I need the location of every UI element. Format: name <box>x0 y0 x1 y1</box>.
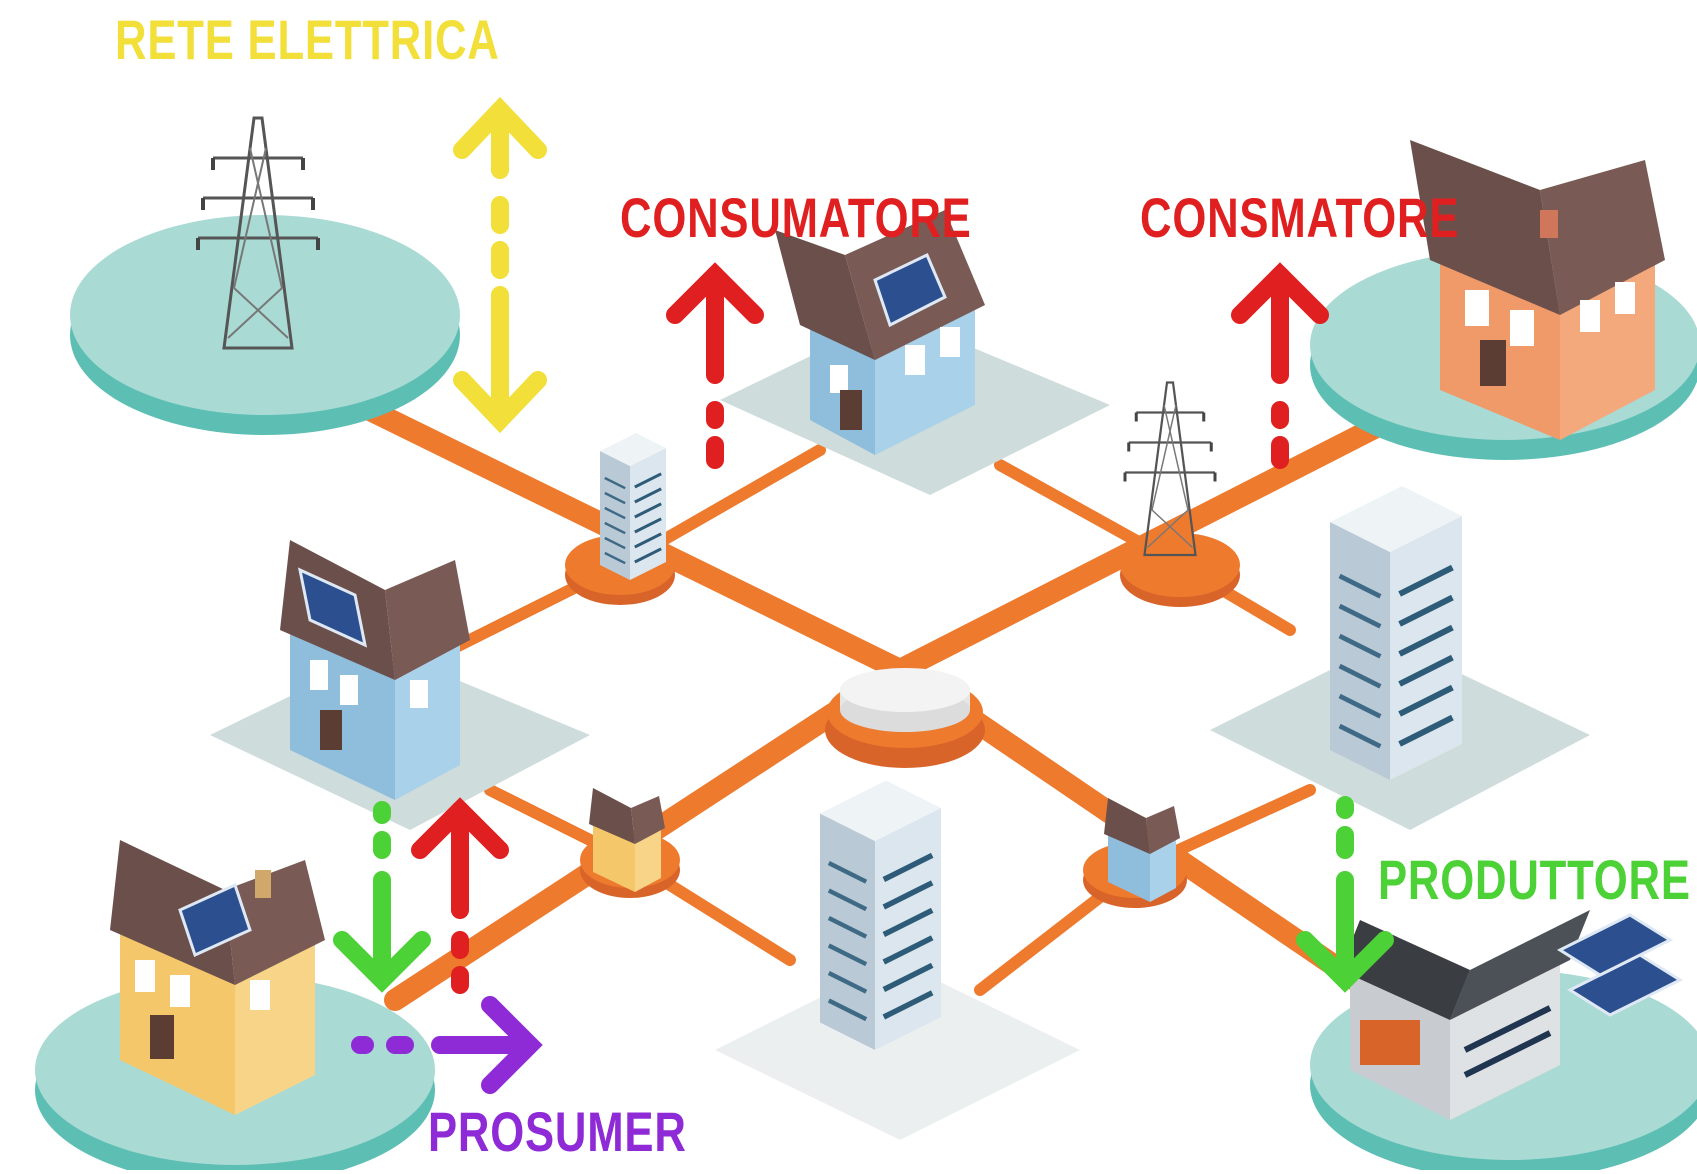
house-icon <box>1410 140 1665 440</box>
office-tower-icon <box>820 781 941 1051</box>
office-tower-icon <box>598 431 668 582</box>
consumer-1-arrow-icon <box>666 262 764 469</box>
label-producer: PRODUTTORE <box>1378 848 1691 911</box>
house-icon <box>280 540 470 800</box>
prosumer-share-arrow-icon <box>351 996 543 1094</box>
label-consumer-2: CONSMATORE <box>1140 186 1460 249</box>
label-grid: RETE ELETTRICA <box>115 8 500 71</box>
label-consumer-1: CONSUMATORE <box>620 186 972 249</box>
label-prosumer: PROSUMER <box>428 1100 687 1163</box>
prosumer-consume-arrow-icon <box>411 797 509 994</box>
producer-arrow-icon <box>1296 796 1394 993</box>
house-icon <box>589 788 665 892</box>
solar-panel-icon <box>178 882 252 958</box>
grid-bidirectional-arrow-icon <box>453 96 547 434</box>
platform-grid <box>70 215 460 435</box>
solar-panel-icon <box>873 252 947 328</box>
prosumer-produce-arrow-icon <box>333 801 431 993</box>
house-icon <box>110 840 325 1115</box>
solar-panel-icon <box>297 567 368 648</box>
office-tower-icon <box>1330 486 1462 780</box>
solar-panel-icon <box>1556 913 1684 1017</box>
house-icon <box>775 210 985 455</box>
factory-icon <box>1340 910 1590 1120</box>
house-icon <box>1104 798 1180 902</box>
consumer-2-arrow-icon <box>1231 262 1329 469</box>
